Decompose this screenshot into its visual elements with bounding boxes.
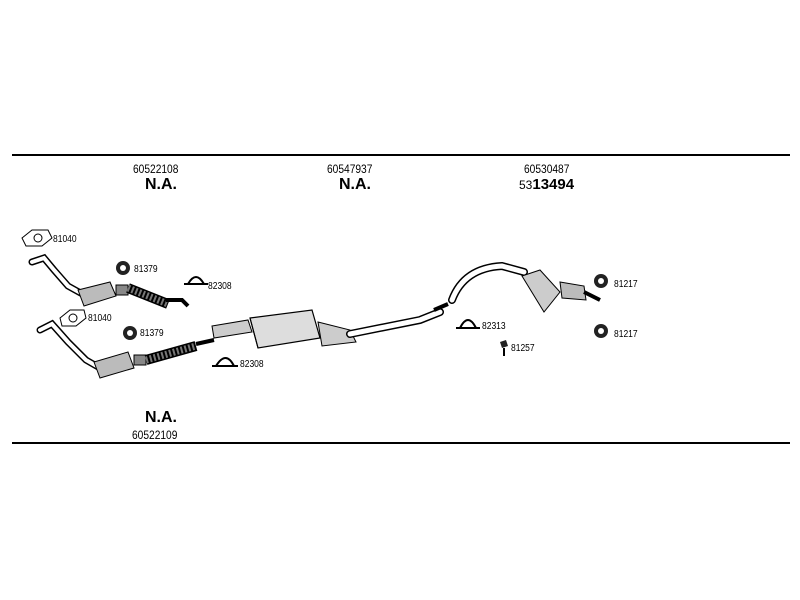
ring-icon-top: [116, 261, 130, 275]
middle-pipe: [346, 302, 449, 338]
clamp-icon-rear: [456, 319, 480, 329]
callout-clamp-top: 82308: [208, 281, 232, 292]
front-pipe-lower: [36, 319, 147, 379]
rear-silencer: [448, 261, 601, 313]
hanger-icon-top: [594, 274, 608, 288]
part-reference-3: 5313494: [519, 177, 574, 192]
part-reference-main: 13494: [532, 176, 575, 193]
front-pipe-upper: [28, 253, 129, 307]
callout-gasket-bottom: 81040: [88, 313, 112, 324]
bottom-part-number: 60522109: [132, 428, 178, 442]
callout-gasket-top: 81040: [53, 234, 77, 245]
callout-clamp-bottom: 82308: [240, 359, 264, 370]
part-number-1: 60522108: [133, 162, 179, 176]
bolt-icon-rear: [500, 340, 508, 356]
hanger-icon-bottom: [594, 324, 608, 338]
bottom-part-status: N.A.: [145, 409, 177, 426]
callout-ring-top: 81379: [134, 264, 158, 275]
part-number-2: 60547937: [327, 162, 373, 176]
gasket-icon-bottom: [59, 309, 87, 327]
callout-ring-bottom: 81379: [140, 328, 164, 339]
clamp-icon-top: [184, 276, 208, 285]
part-reference-prefix: 53: [519, 178, 533, 192]
callout-hanger-bottom: 81217: [614, 329, 638, 340]
callout-clamp-rear: 82313: [482, 321, 506, 332]
part-status-1: N.A.: [145, 176, 177, 193]
callout-bolt-rear: 81257: [511, 343, 535, 354]
ring-icon-bottom: [123, 326, 137, 340]
flex-pipe-upper: [126, 283, 190, 309]
callout-hanger-top: 81217: [614, 279, 638, 290]
gasket-icon-top: [21, 229, 53, 247]
part-status-2: N.A.: [339, 176, 371, 193]
clamp-icon-bottom: [212, 357, 238, 367]
flex-pipe-lower: [144, 338, 215, 365]
part-number-3: 60530487: [524, 162, 570, 176]
front-silencer: [211, 309, 357, 349]
